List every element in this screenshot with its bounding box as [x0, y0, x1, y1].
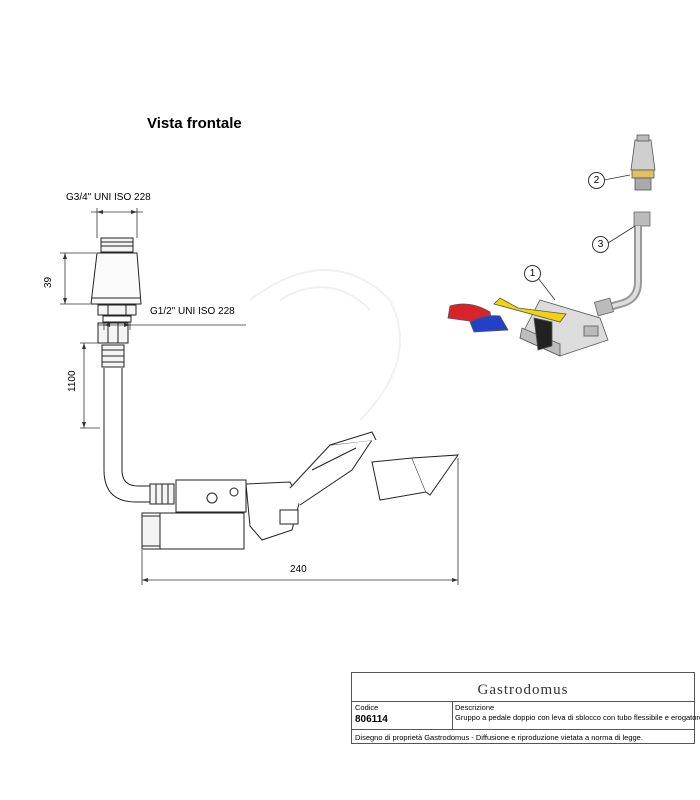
- callout-1: 1: [524, 265, 541, 282]
- mid-thread-label: G1/2" UNI ISO 228: [150, 306, 235, 317]
- code-cell: Codice 806114: [352, 701, 453, 729]
- description-value: Gruppo a pedale doppio con leva di sbloc…: [455, 713, 700, 722]
- view-title: Vista frontale: [147, 115, 242, 132]
- exploded-view: [447, 134, 656, 357]
- yellow-pedal-icon: [493, 297, 567, 323]
- code-label: Codice: [355, 703, 379, 712]
- description-label: Descrizione: [455, 703, 495, 712]
- callout-leaders: [537, 174, 636, 301]
- callout-3: 3: [592, 236, 609, 253]
- height-39-label: 39: [43, 276, 54, 288]
- part-1-pedal-group: [447, 297, 609, 357]
- callout-2: 2: [588, 172, 605, 189]
- front-view: [90, 237, 460, 550]
- black-lever-icon: [533, 317, 553, 351]
- part-3-hose: [593, 211, 651, 317]
- title-block: Gastrodomus Codice 806114 Descrizione Gr…: [351, 672, 700, 744]
- title-block-info-row: Codice 806114 Descrizione Gruppo a pedal…: [352, 701, 700, 730]
- dimension-arrows: [63, 210, 458, 582]
- code-value: 806114: [355, 714, 388, 725]
- part-2-fitting: [630, 134, 656, 191]
- top-thread-label: G3/4" UNI ISO 228: [66, 192, 151, 203]
- ownership-note: Disegno di proprietà Gastrodomus - Diffu…: [355, 733, 643, 742]
- watermark-logo: [249, 269, 401, 421]
- brand-name: Gastrodomus: [477, 682, 569, 698]
- blue-pedal-icon: [469, 315, 509, 333]
- height-1100-label: 1100: [67, 370, 78, 392]
- width-240-label: 240: [290, 564, 307, 575]
- brand-logo: Gastrodomus: [352, 673, 694, 702]
- description-cell: Descrizione Gruppo a pedale doppio con l…: [452, 701, 700, 729]
